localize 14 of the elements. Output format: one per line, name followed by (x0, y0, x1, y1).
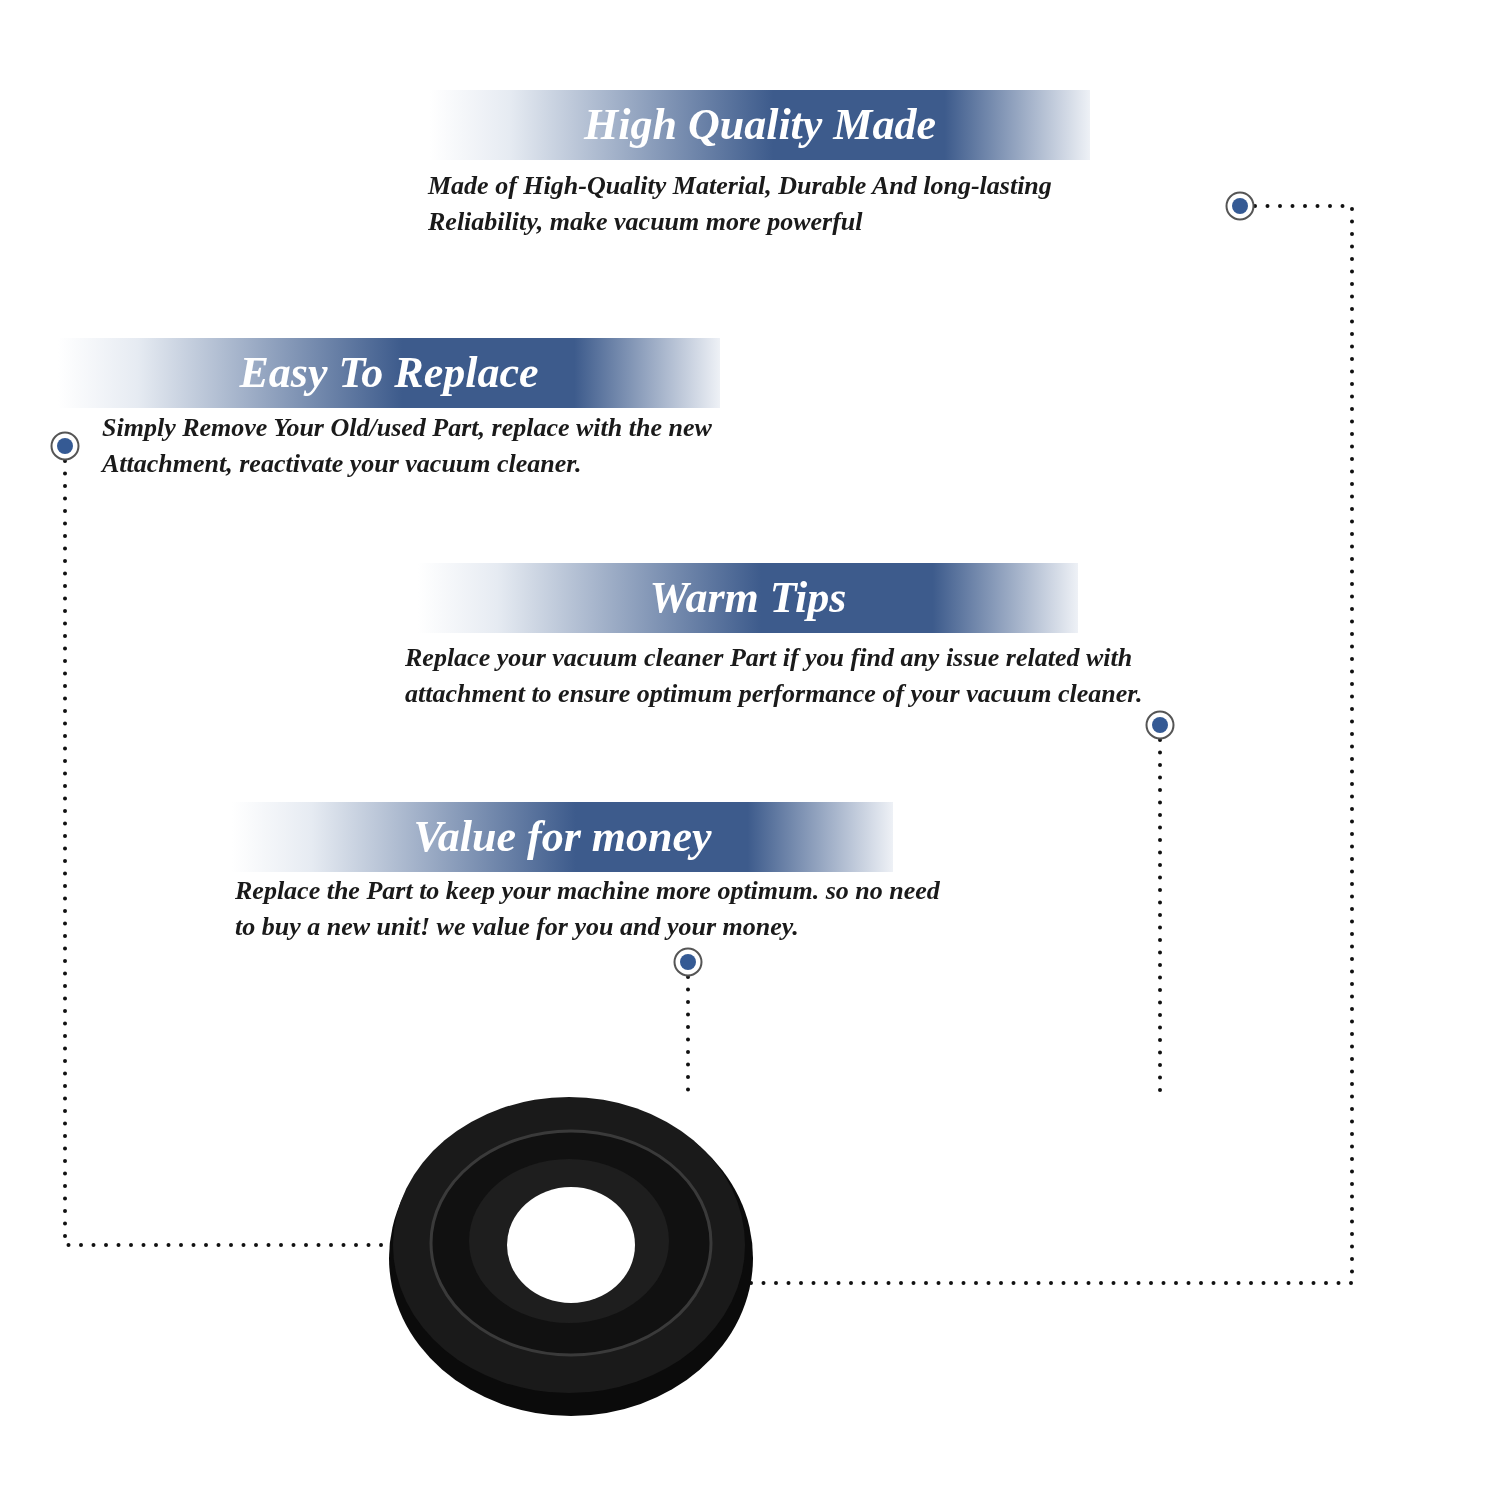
marker-icon (1225, 191, 1255, 221)
heading-text: Warm Tips (649, 576, 847, 620)
marker-icon (1145, 710, 1175, 740)
marker-icon (673, 947, 703, 977)
description-text: Replace your vacuum cleaner Part if you find any issue related with attachment to ensure optimum performance of your vacuum cleaner. (405, 642, 1144, 710)
seal-ring-drawing (388, 1095, 754, 1417)
heading-text: Easy To Replace (239, 351, 539, 395)
heading-text: Value for money (413, 815, 712, 859)
description-text: Made of High-Quality Material, Durable And long-lasting Reliability, make vacuum more powerful (428, 170, 1053, 238)
marker-icon (50, 431, 80, 461)
leader-line (748, 204, 1354, 1285)
description-text: Simply Remove Your Old/used Part, replace with the new Attachment, reactivate your vacuum cleaner. (102, 412, 713, 480)
heading-text: High Quality Made (584, 103, 936, 147)
description-text: Replace the Part to keep your machine more optimum. so no need to buy a new unit! we value for you and your money. (235, 875, 941, 943)
